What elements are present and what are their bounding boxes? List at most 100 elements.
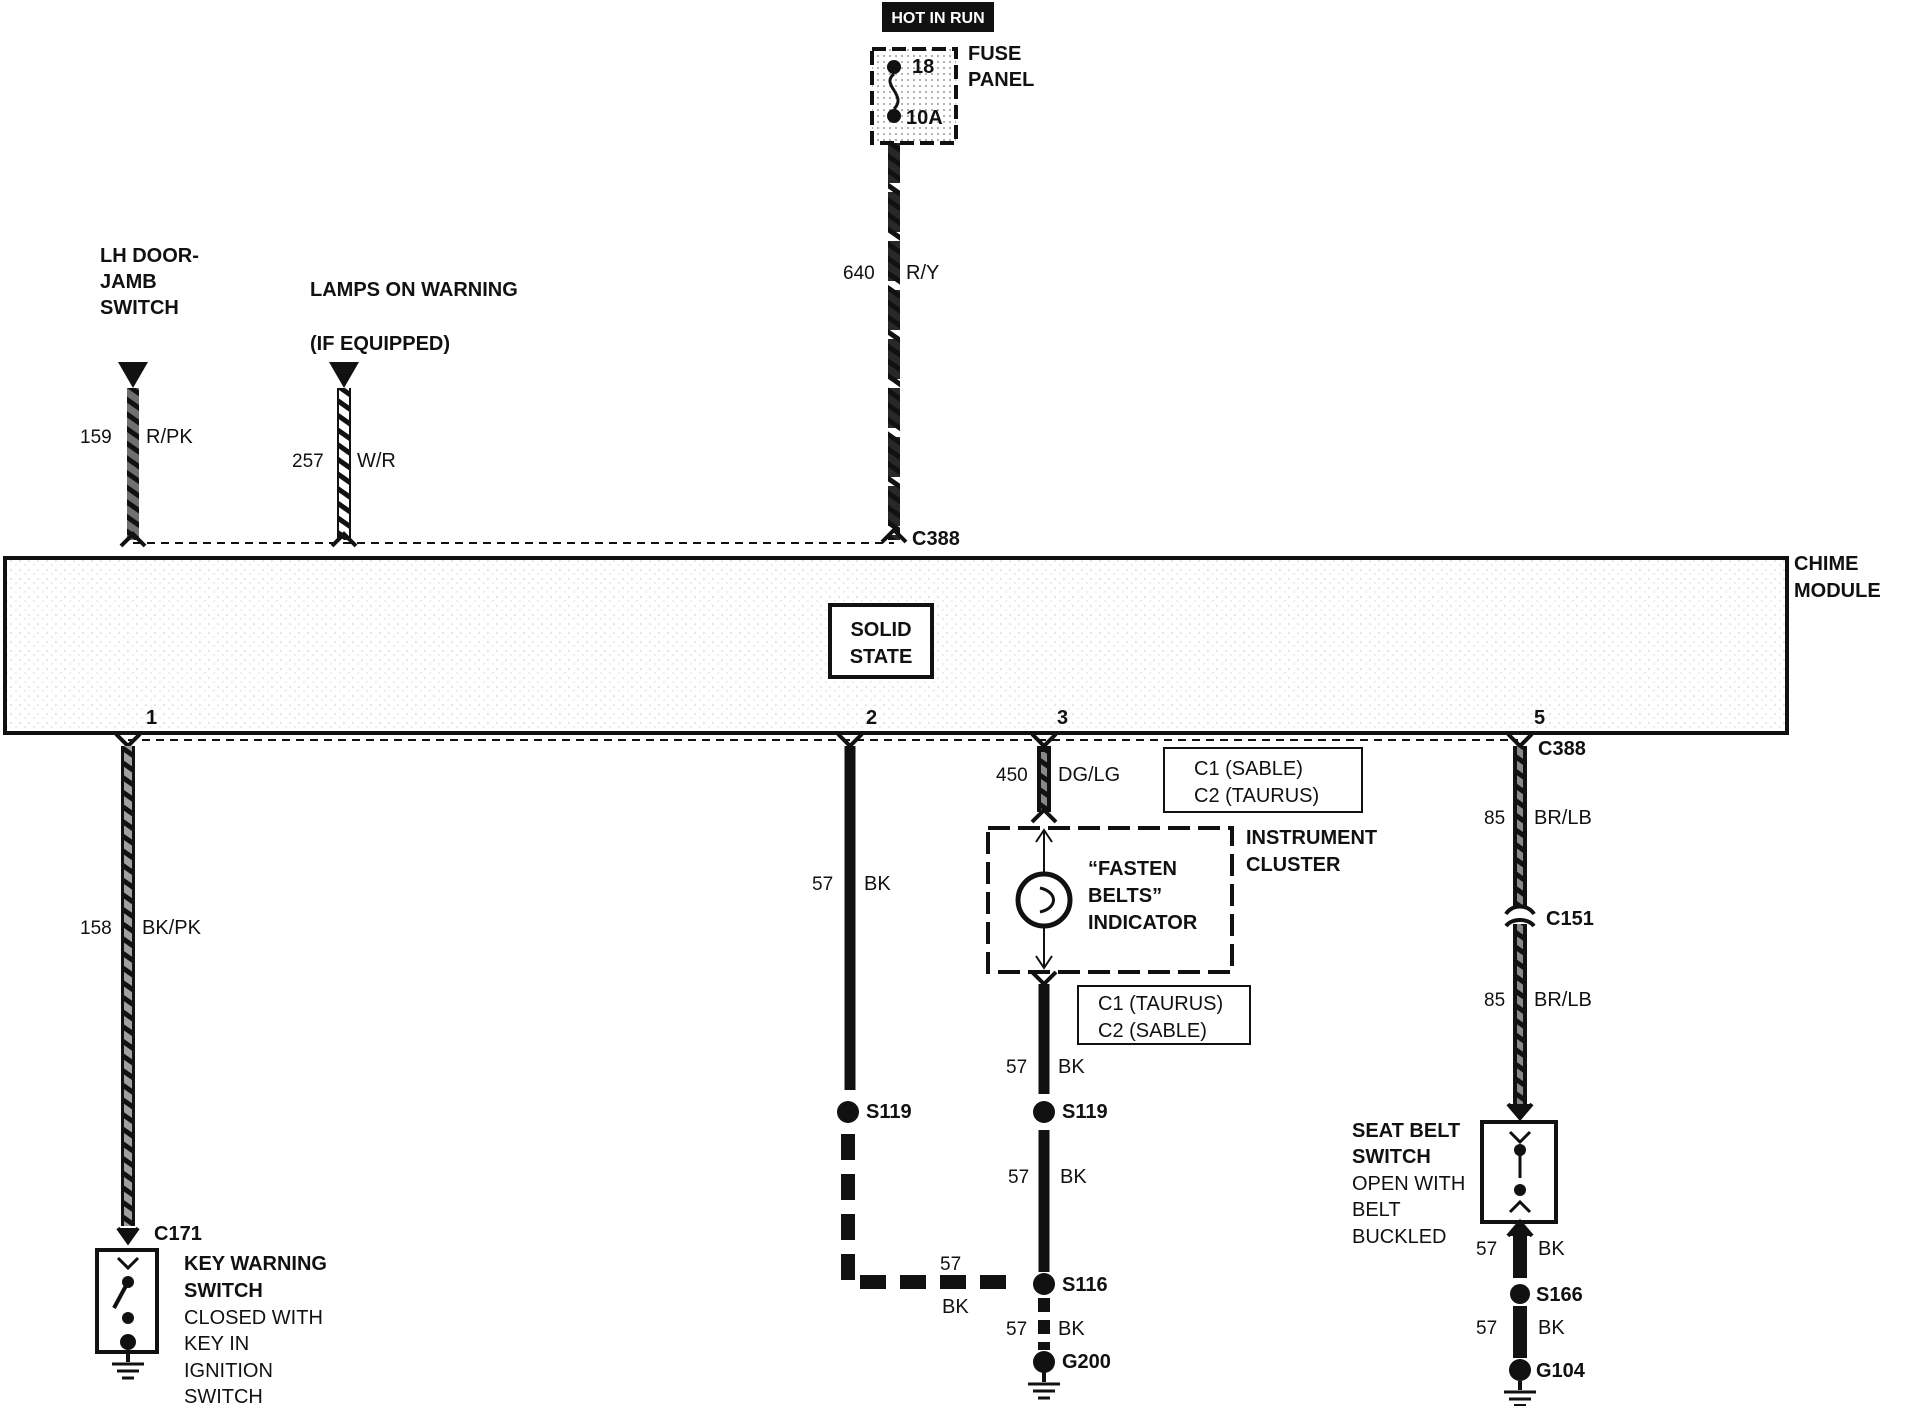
wire-85-color-1: BR/LB <box>1534 807 1592 829</box>
wire-57-mid-circuit: 57 <box>1008 1167 1029 1188</box>
splice-s116-icon <box>1033 1273 1055 1295</box>
seat-belt-label-2: SWITCH <box>1352 1146 1431 1168</box>
wire-257-color: W/R <box>357 450 396 472</box>
wire-57-seat-circuit-2: 57 <box>1476 1318 1497 1339</box>
wire-85-circuit-1: 85 <box>1484 808 1505 829</box>
wire-450-circuit: 450 <box>996 765 1028 786</box>
lamps-on-if-equipped: (IF EQUIPPED) <box>310 333 450 355</box>
fuse-panel-label-1: FUSE <box>968 43 1021 65</box>
key-switch-blade-icon <box>112 1281 130 1309</box>
key-warning-circuit: 158 BK/PK C171 KEY WARNING SWITCH CLOSED… <box>80 732 327 1408</box>
fuse-element-icon <box>888 72 900 111</box>
wire-159-color: R/PK <box>146 426 193 448</box>
splice-s119-right: S119 <box>1062 1101 1108 1123</box>
wire-159-circuit: 159 <box>80 427 112 448</box>
ground-g200: G200 <box>1062 1351 1111 1373</box>
wire-57-pin2-circuit: 57 <box>812 874 833 895</box>
hot-in-run-label: HOT IN RUN <box>891 10 984 27</box>
connector-note-bottom-1: C1 (TAURUS) <box>1098 993 1223 1015</box>
ground-g200-icon <box>1033 1351 1055 1373</box>
g200-ground-symbol-icon <box>1028 1372 1060 1400</box>
splice-s166: S166 <box>1536 1284 1583 1306</box>
wire-450-color: DG/LG <box>1058 764 1120 786</box>
wire-640: 640 R/Y C388 4 <box>843 143 960 578</box>
ground-g104-icon <box>1509 1359 1531 1381</box>
lamps-on-warning: LAMPS ON WARNING (IF EQUIPPED) 257 W/R <box>292 279 518 548</box>
lh-door-label-3: SWITCH <box>100 297 179 319</box>
connector-note-top-2: C2 (TAURUS) <box>1194 785 1319 807</box>
connector-c388-top-icon <box>880 527 908 544</box>
module-pin-1: 1 <box>146 707 157 729</box>
seat-belt-label-1: SEAT BELT <box>1352 1120 1460 1142</box>
fuse-rating: 10A <box>906 107 943 129</box>
solid-state-label-1: SOLID <box>850 619 911 641</box>
fuse-terminal-top <box>887 60 901 74</box>
wire-85-color-2: BR/LB <box>1534 989 1592 1011</box>
connector-c151-icon <box>1504 904 1536 916</box>
wire-57-seat-color-2: BK <box>1538 1317 1565 1339</box>
fasten-belts-label-3: INDICATOR <box>1088 912 1198 934</box>
wire-158-circuit: 158 <box>80 918 112 939</box>
connector-note-bottom-2: C2 (SABLE) <box>1098 1020 1207 1042</box>
lh-door-jamb-switch: LH DOOR- JAMB SWITCH 159 R/PK <box>80 245 199 548</box>
key-warning-label-6: SWITCH <box>184 1386 263 1408</box>
chime-module-label-1: CHIME <box>1794 553 1858 575</box>
dashed-ground-link <box>841 1134 1020 1289</box>
connector-c388-bottom: C388 <box>1538 738 1586 760</box>
connector-c388-top: C388 <box>912 528 960 550</box>
splice-s119-left-icon <box>837 1101 859 1123</box>
instrument-cluster-label-1: INSTRUMENT <box>1246 827 1377 849</box>
wire-57-seat-color-1: BK <box>1538 1238 1565 1260</box>
key-warning-label-3: CLOSED WITH <box>184 1307 323 1329</box>
wire-85-circuit-2: 85 <box>1484 990 1505 1011</box>
wire-57-out-color: BK <box>1058 1056 1085 1078</box>
pin2-ground-circuit: 57 BK S119 57 BK <box>812 732 1020 1318</box>
fuse-panel-label-2: PANEL <box>968 69 1034 91</box>
fuse-panel: 18 10A FUSE PANEL <box>870 43 1034 145</box>
wire-257-circuit: 257 <box>292 451 324 472</box>
splice-s166-icon <box>1510 1284 1530 1304</box>
module-pin-3: 3 <box>1057 707 1068 729</box>
instrument-cluster-label-2: CLUSTER <box>1246 854 1341 876</box>
wire-57-link-circuit: 57 <box>940 1254 961 1275</box>
module-pin-5: 5 <box>1534 707 1545 729</box>
chime-module-label-2: MODULE <box>1794 580 1881 602</box>
solid-state-label-2: STATE <box>850 646 913 668</box>
wire-57-out-circuit: 57 <box>1006 1057 1027 1078</box>
wire-57-mid-color: BK <box>1060 1166 1087 1188</box>
lamps-on-label: LAMPS ON WARNING <box>310 279 518 301</box>
wire-57-link-color: BK <box>942 1296 969 1318</box>
ground-g104: G104 <box>1536 1360 1586 1382</box>
splice-s119-right-icon <box>1033 1101 1055 1123</box>
key-warning-ground-icon <box>112 1350 144 1380</box>
lh-door-triangle-icon <box>118 362 148 388</box>
connector-note-top <box>1163 747 1363 813</box>
fasten-belts-label-2: BELTS” <box>1088 885 1162 907</box>
seat-belt-label-4: BELT <box>1352 1199 1401 1221</box>
seat-belt-circuit: 85 BR/LB C151 85 BR/LB SEAT BELT SWITCH … <box>1352 732 1594 1406</box>
connector-note-top-1: C1 (SABLE) <box>1194 758 1303 780</box>
fuse-terminal-bottom <box>887 109 901 123</box>
hot-in-run-badge: HOT IN RUN <box>882 2 994 32</box>
g104-ground-symbol-icon <box>1504 1381 1536 1406</box>
key-warning-label-1: KEY WARNING <box>184 1253 327 1275</box>
splice-s119-left: S119 <box>866 1101 912 1123</box>
wire-640-color: R/Y <box>906 262 939 284</box>
key-warning-label-5: IGNITION <box>184 1360 273 1382</box>
connector-c171: C171 <box>154 1223 202 1245</box>
module-pin-2: 2 <box>866 707 877 729</box>
connector-c151: C151 <box>1546 908 1594 930</box>
seat-belt-label-3: OPEN WITH <box>1352 1173 1465 1195</box>
lh-door-label-1: LH DOOR- <box>100 245 199 267</box>
lh-door-label-2: JAMB <box>100 271 157 293</box>
lamps-on-triangle-icon <box>329 362 359 388</box>
splice-s116: S116 <box>1062 1274 1108 1296</box>
fasten-belts-lamp-icon <box>1015 871 1073 929</box>
wire-57-gnd-color: BK <box>1058 1318 1085 1340</box>
connector-note-bottom <box>1077 985 1251 1045</box>
seat-belt-label-5: BUCKLED <box>1352 1226 1446 1248</box>
wire-640-circuit: 640 <box>843 263 875 284</box>
key-warning-label-4: KEY IN <box>184 1333 249 1355</box>
fasten-belts-circuit: 450 DG/LG C1 (SABLE) C2 (TAURUS) INSTRUM… <box>986 732 1377 1400</box>
